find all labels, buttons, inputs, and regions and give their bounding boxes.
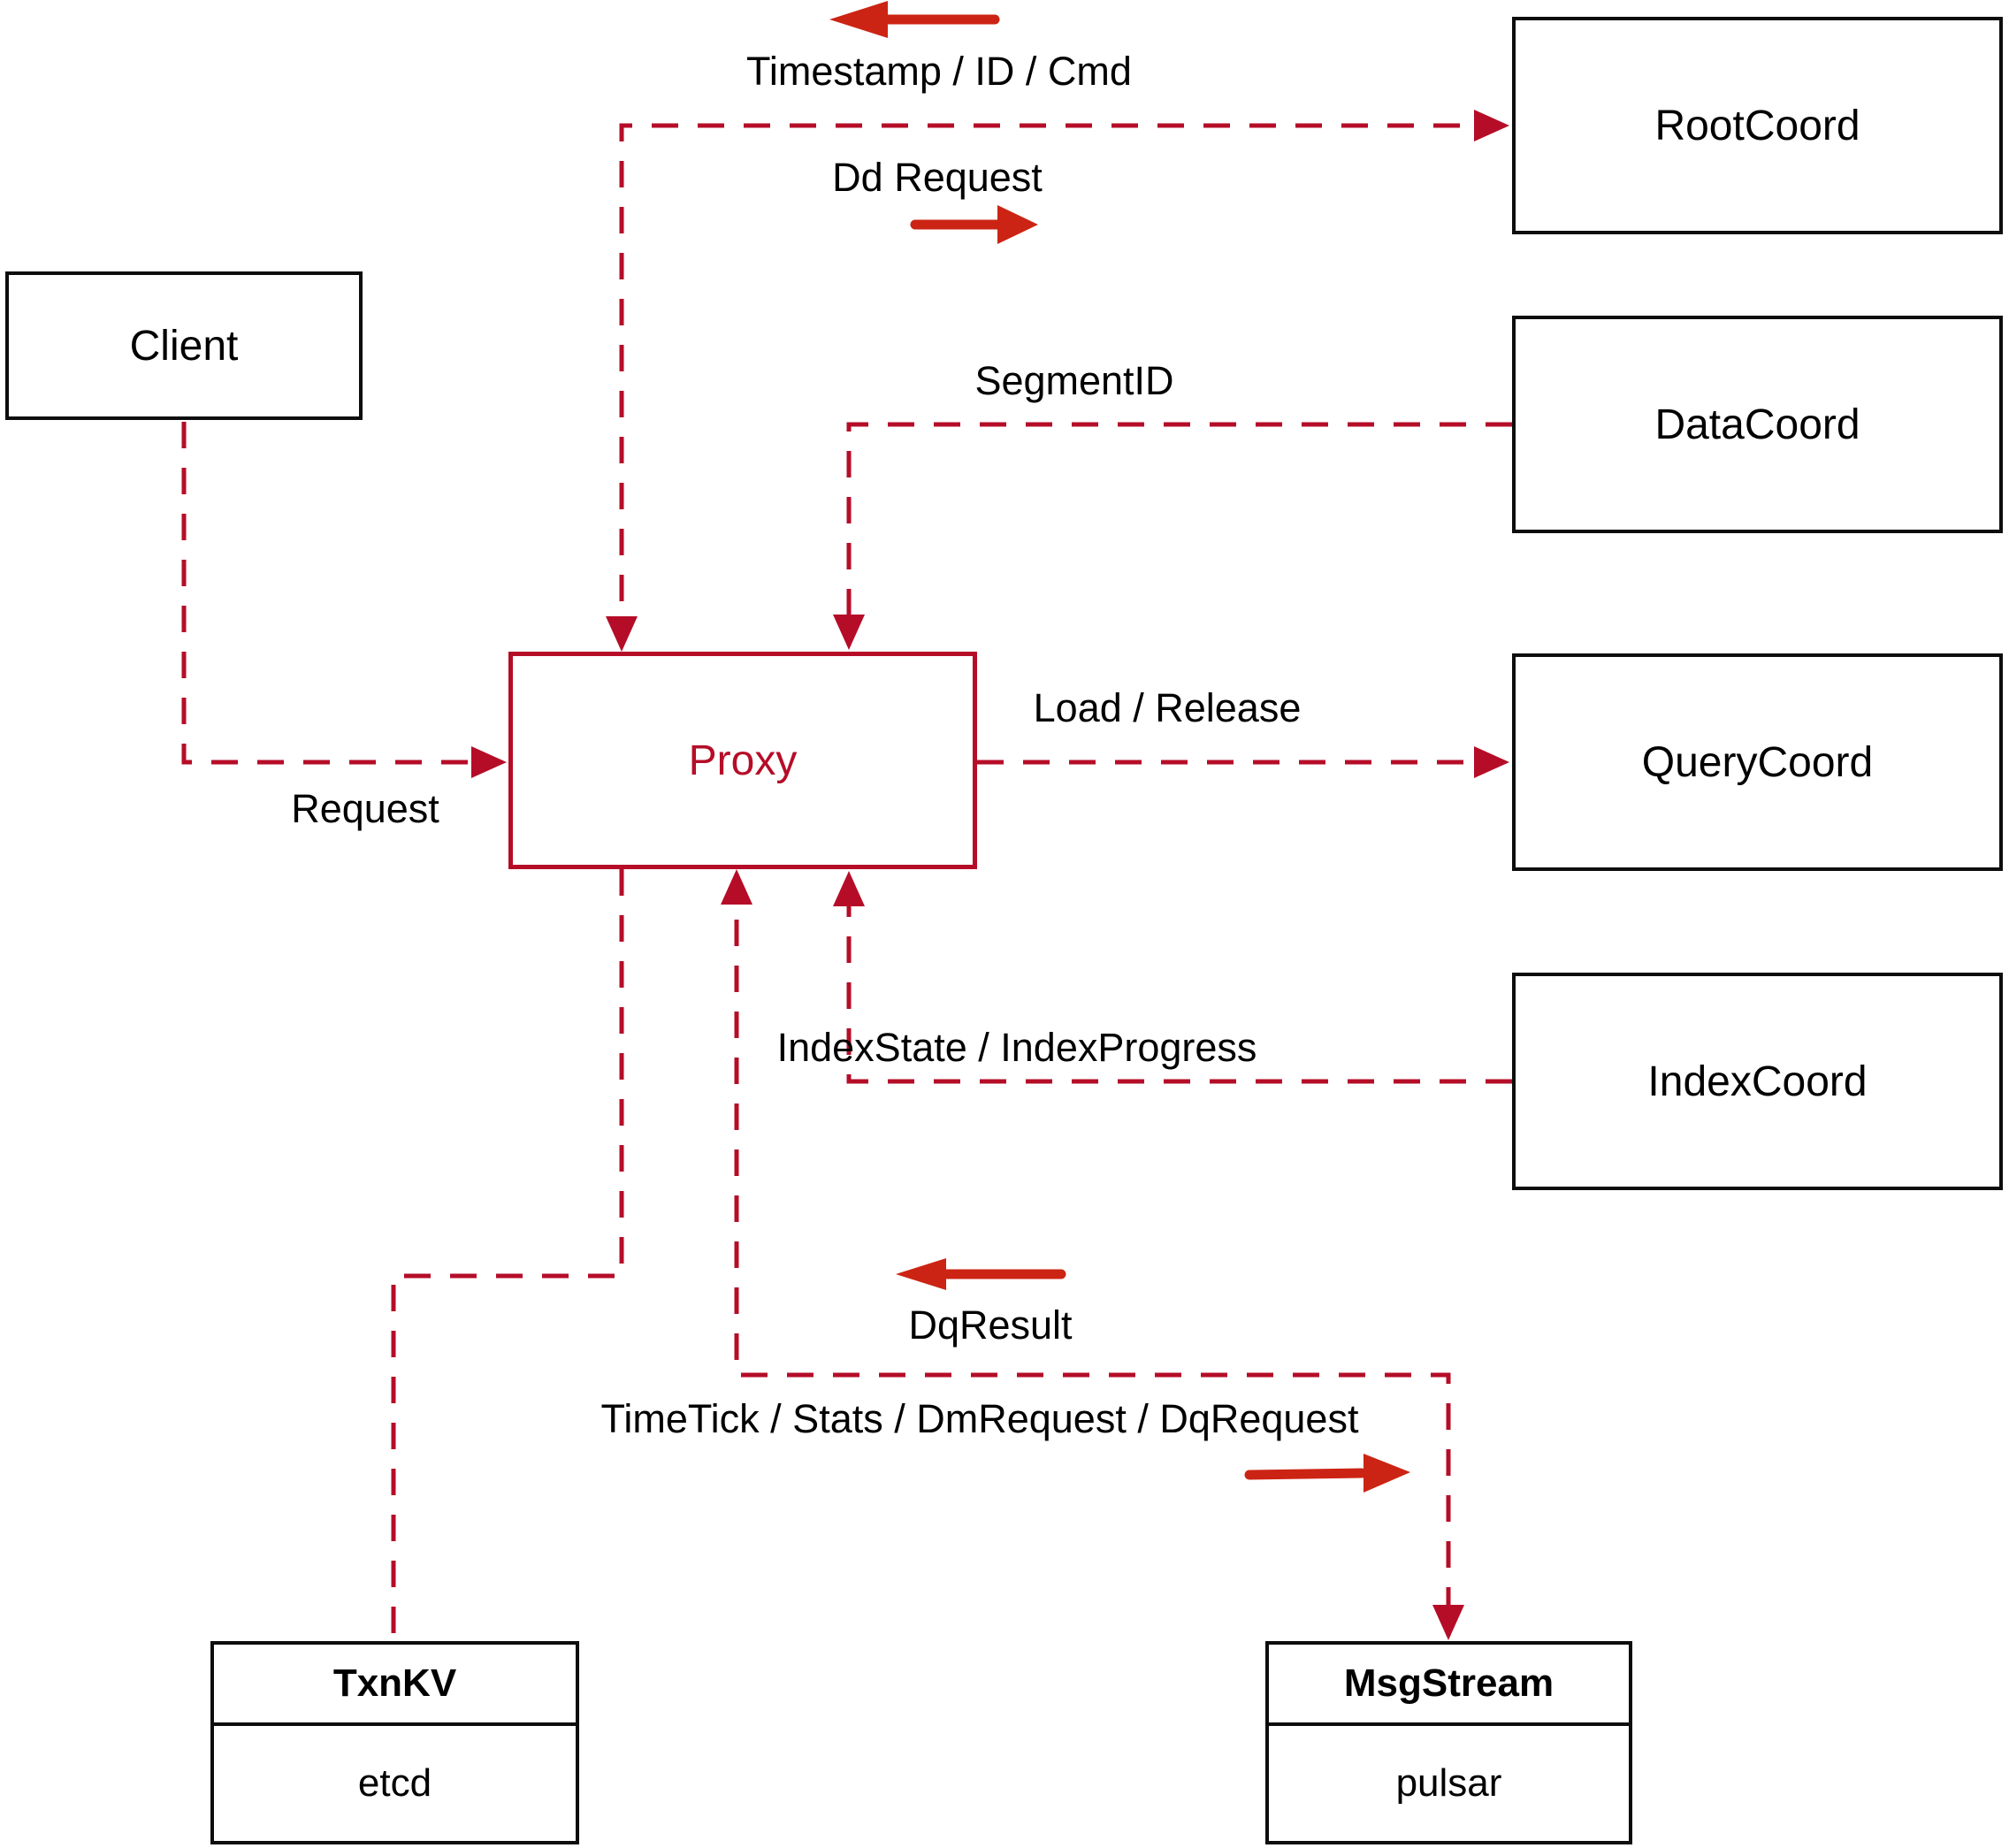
node-indexcoord: IndexCoord: [1512, 973, 2003, 1190]
node-client-label: Client: [129, 322, 239, 370]
node-msgstream-subtitle: pulsar: [1395, 1761, 1502, 1805]
edge-label-segment-id: SegmentID: [974, 358, 1174, 403]
node-client: Client: [5, 271, 363, 420]
node-rootcoord-label: RootCoord: [1654, 102, 1860, 149]
arrow-left-icon-dq-result: [896, 1258, 1066, 1290]
edge-datacoord-to-proxy: [833, 422, 1512, 650]
node-txnkv: TxnKV etcd: [210, 1641, 579, 1844]
node-indexcoord-label: IndexCoord: [1647, 1058, 1868, 1105]
edge-proxy-to-rootcoord: [606, 110, 1509, 652]
node-proxy: Proxy: [508, 652, 977, 869]
node-proxy-label: Proxy: [688, 737, 798, 784]
edge-label-timetick: TimeTick / Stats / DmRequest / DqRequest: [600, 1396, 1359, 1441]
node-msgstream: MsgStream pulsar: [1265, 1641, 1632, 1844]
node-txnkv-title: TxnKV: [214, 1645, 576, 1726]
edge-proxy-to-txnkv: [391, 869, 624, 1638]
node-querycoord: QueryCoord: [1512, 653, 2003, 871]
node-datacoord-label: DataCoord: [1654, 401, 1860, 448]
node-rootcoord: RootCoord: [1512, 17, 2003, 234]
arrow-left-icon-timestamp: [829, 1, 1000, 38]
edge-label-dq-result: DqResult: [908, 1302, 1073, 1348]
arrow-right-icon-dd-request: [910, 205, 1038, 244]
edge-label-load-release: Load / Release: [1033, 685, 1302, 730]
node-querycoord-label: QueryCoord: [1641, 738, 1874, 786]
edge-proxy-to-msgstream: [721, 869, 1464, 1640]
edge-client-to-proxy: [181, 422, 507, 778]
node-msgstream-title: MsgStream: [1269, 1645, 1629, 1726]
edge-label-dd-request: Dd Request: [832, 155, 1043, 200]
edge-label-request: Request: [291, 786, 439, 831]
edge-label-index-state: IndexState / IndexProgress: [776, 1025, 1257, 1070]
node-txnkv-subtitle: etcd: [357, 1761, 432, 1805]
edge-label-timestamp: Timestamp / ID / Cmd: [746, 49, 1132, 94]
node-datacoord: DataCoord: [1512, 316, 2003, 533]
arrow-right-icon-timetick: [1244, 1454, 1410, 1493]
